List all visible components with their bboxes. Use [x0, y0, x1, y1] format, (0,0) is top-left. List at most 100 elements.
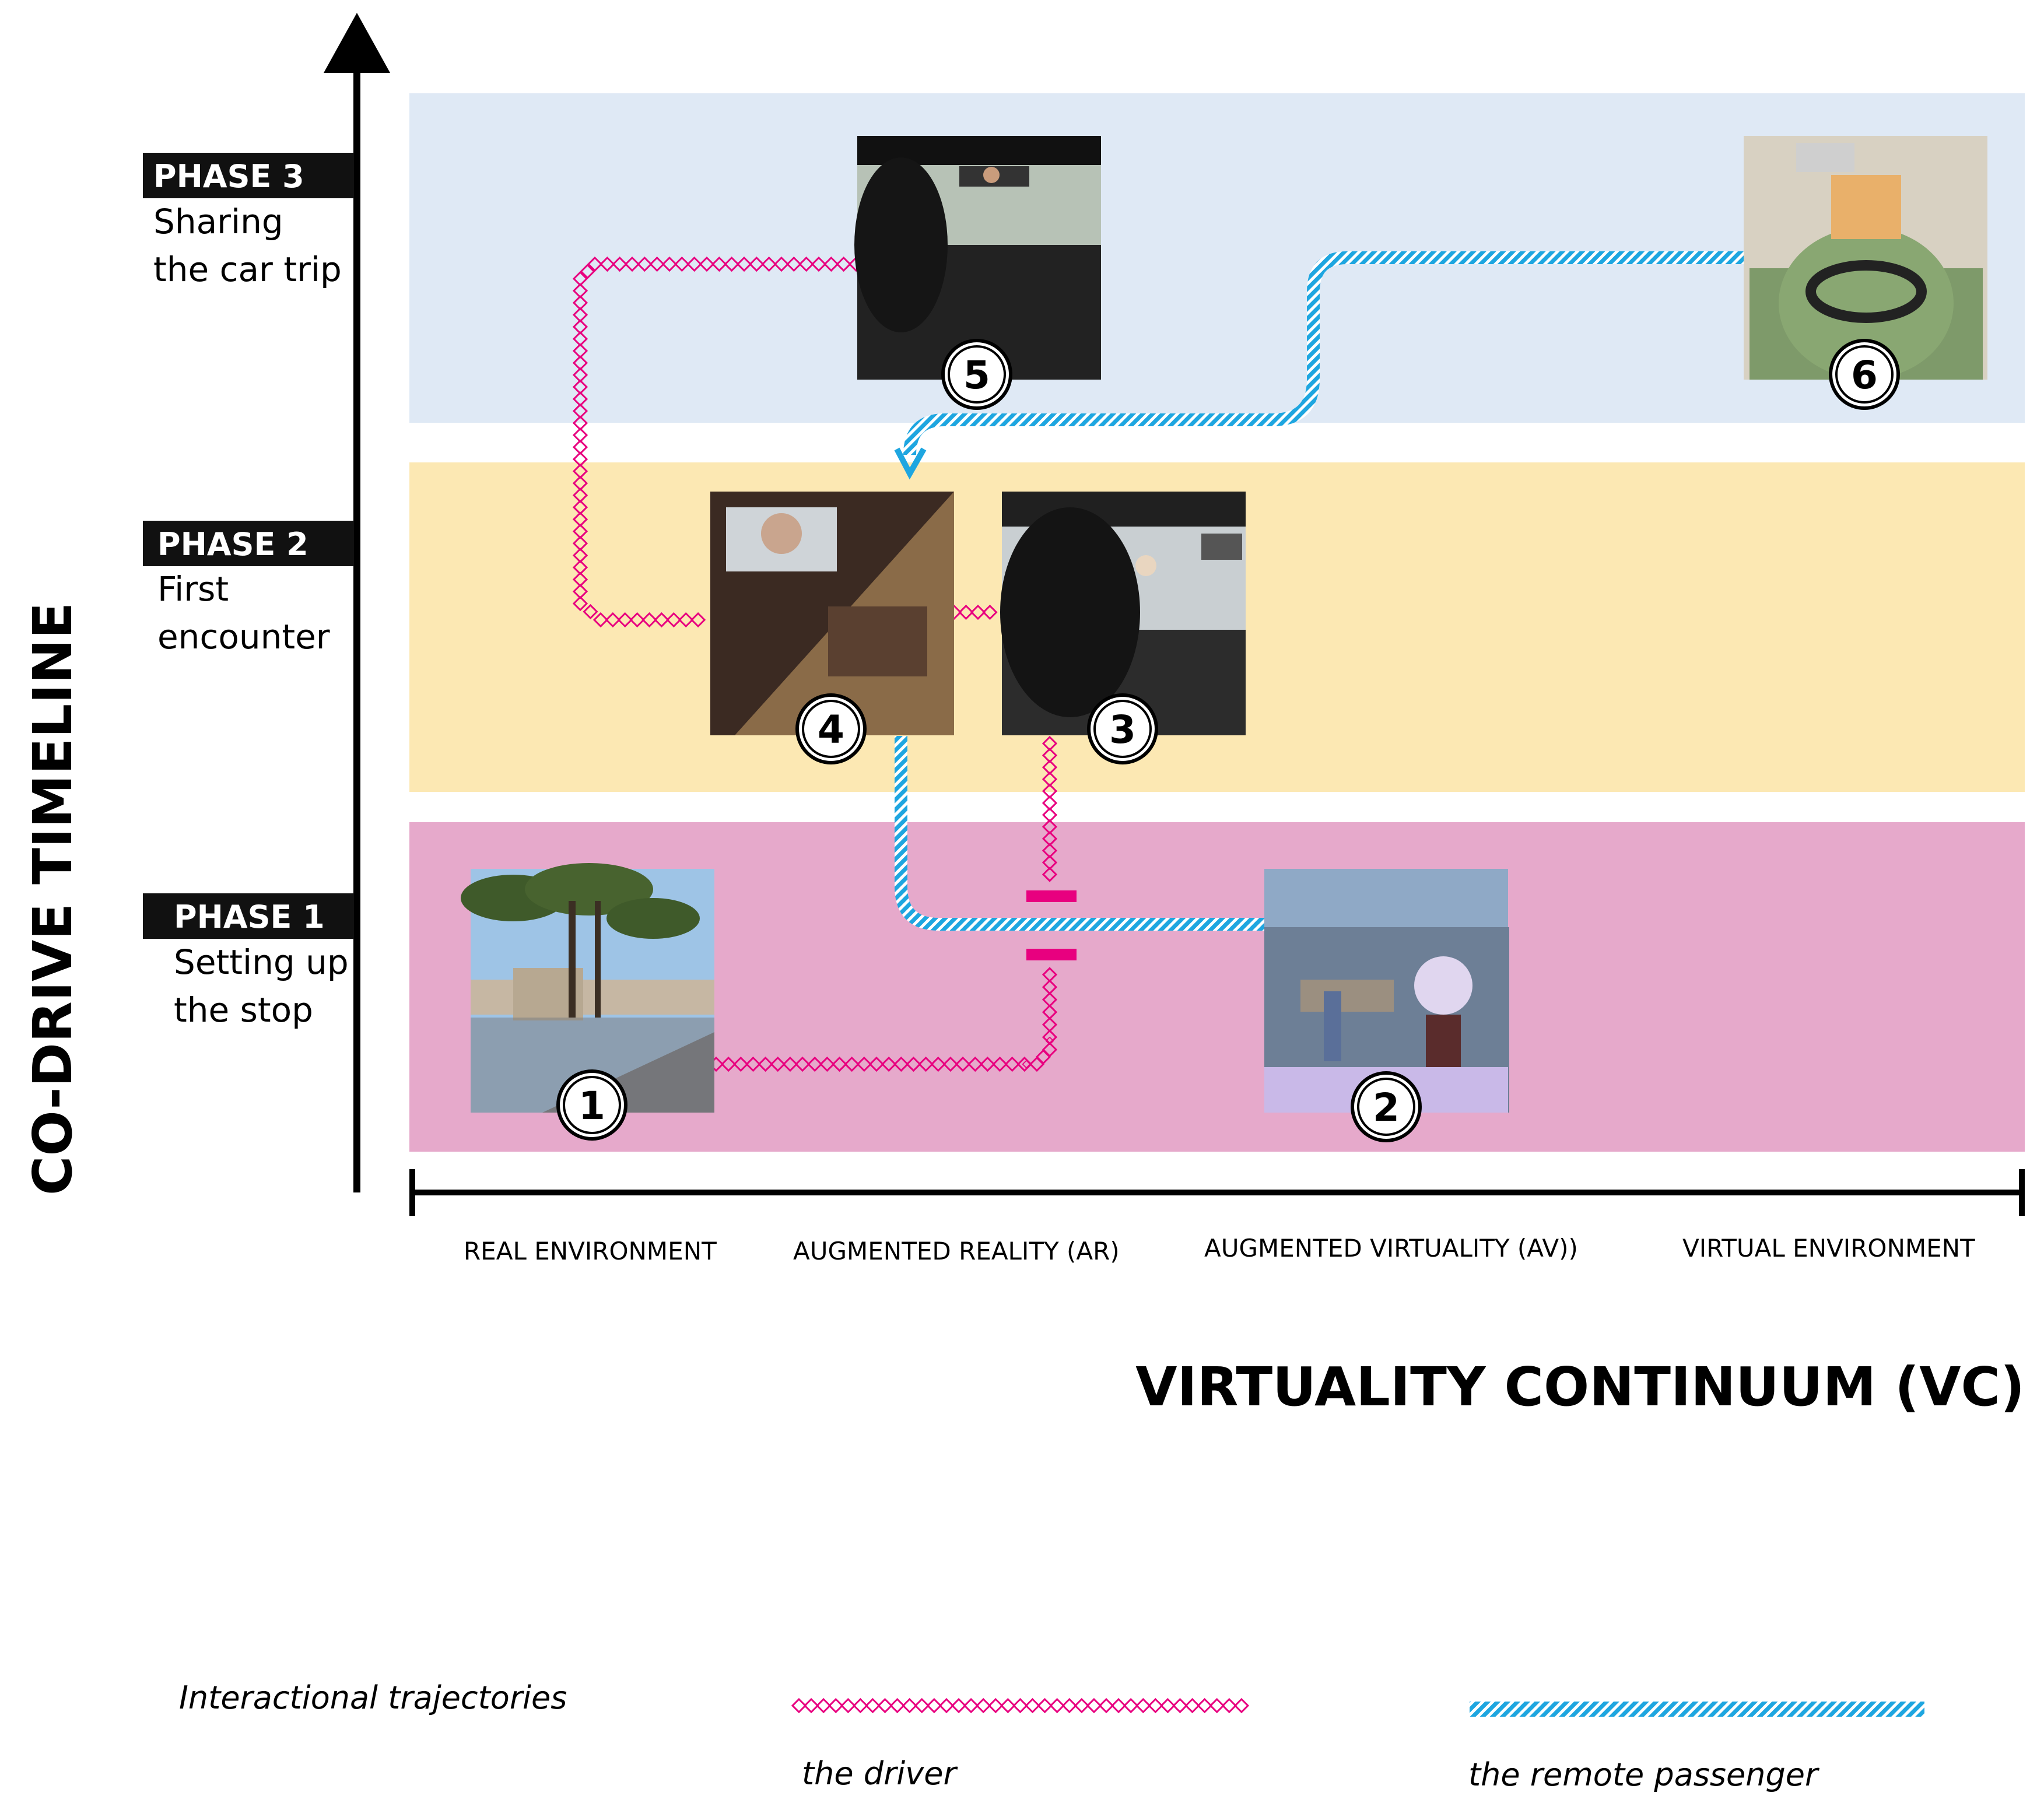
step-4-photo: [710, 492, 954, 735]
svg-text:PHASE 2: PHASE 2: [157, 526, 308, 563]
passenger-trajectory-upper: [903, 251, 1744, 455]
driver-trajectory-diamond: [666, 612, 682, 628]
step-4-badge: 4: [795, 693, 867, 764]
continuum-label-ar: AUGMENTED REALITY (AR): [793, 1237, 1120, 1265]
driver-trajectory-diamond: [649, 256, 665, 272]
driver-trajectory-diamond: [967, 1056, 983, 1072]
driver-trajectory-diamond: [761, 256, 777, 272]
driver-trajectory-diamond: [786, 256, 802, 272]
driver-trajectory-diamond: [721, 1056, 737, 1072]
driver-trajectory-diamond: [881, 1056, 897, 1072]
driver-trajectory-diamond: [794, 1056, 811, 1072]
driver-trajectory-diamond: [819, 1056, 835, 1072]
driver-trajectory-diamond: [1042, 979, 1058, 995]
driver-trajectory-diamond: [1037, 1697, 1053, 1714]
driver-trajectory-diamond: [798, 256, 814, 272]
driver-trajectory-diamond: [856, 1056, 872, 1072]
driver-trajectory-diamond: [1074, 1697, 1089, 1714]
driver-trajectory-diamond: [914, 1697, 930, 1714]
driver-trajectory-diamond: [1042, 1041, 1058, 1058]
driver-trajectory-diamond: [938, 1697, 955, 1714]
legend-driver-label: the driver: [802, 1755, 958, 1792]
driver-trajectory-diamond: [877, 1697, 893, 1714]
svg-text:4: 4: [818, 707, 844, 752]
driver-trajectory-diamond: [617, 612, 633, 628]
step-3-badge: 3: [1087, 693, 1158, 764]
driver-trajectory-diamond: [893, 1056, 909, 1072]
timeline-arrow-icon: [324, 13, 390, 73]
driver-trajectory-diamond: [970, 604, 986, 620]
driver-trajectory-diamond: [868, 1056, 885, 1072]
driver-trajectory-diamond: [1233, 1697, 1250, 1714]
driver-trajectory-diamond: [1042, 867, 1058, 882]
driver-trajectory-diamond: [906, 1056, 921, 1072]
driver-trajectory-diamond: [637, 256, 653, 272]
driver-trajectory-diamond: [992, 1056, 1008, 1072]
driver-trajectory-diamond: [1172, 1697, 1188, 1714]
driver-trajectory-diamond: [1042, 967, 1058, 983]
driver-trajectory-diamond: [773, 256, 790, 272]
driver-trajectory-diamond: [1049, 1697, 1065, 1714]
svg-text:First: First: [157, 569, 229, 609]
driver-trajectory-diamond: [624, 256, 640, 272]
driver-trajectory-diamond: [587, 256, 603, 272]
svg-text:3: 3: [1109, 707, 1136, 752]
driver-trajectory-diamond: [1148, 1697, 1163, 1714]
driver-trajectory-diamond: [661, 256, 678, 272]
svg-text:encounter: encounter: [157, 617, 330, 657]
driver-trajectory-diamond: [641, 612, 657, 628]
driver-trajectory-diamond: [836, 256, 851, 272]
driver-trajectory-diamond: [951, 1697, 967, 1714]
driver-trajectory-diamond: [955, 1056, 971, 1072]
driver-trajectory-diamond: [654, 612, 669, 628]
driver-trajectory-diamond: [832, 1056, 847, 1072]
driver-trajectory-diamond: [711, 256, 727, 272]
driver-trajectory-diamond: [745, 1056, 761, 1072]
x-axis-title: VIRTUALITY CONTINUUM (VC): [1135, 1356, 2025, 1418]
driver-trajectory-diamond: [918, 1056, 934, 1072]
step-5-badge: 5: [941, 339, 1012, 410]
legend-passenger-label: the remote passenger: [1468, 1756, 1819, 1793]
driver-block-bar-upper: [1026, 890, 1077, 902]
driver-trajectory-diamond: [823, 256, 839, 272]
driver-trajectory-diamond: [791, 1697, 807, 1714]
driver-trajectory-phase3-chain: [572, 256, 864, 628]
driver-trajectory-phase1-chain: [708, 967, 1058, 1072]
driver-trajectory-diamond: [980, 1056, 995, 1072]
driver-trajectory-diamond: [811, 256, 827, 272]
driver-trajectory-diamond: [853, 1697, 868, 1714]
driver-trajectory-diamond: [930, 1056, 946, 1072]
step-6-badge: 6: [1829, 339, 1900, 410]
legend-driver-swatch: [791, 1697, 1250, 1714]
driver-trajectory-diamond: [865, 1697, 881, 1714]
driver-trajectory-diamond: [724, 256, 739, 272]
driver-trajectory-diamond: [1197, 1697, 1212, 1714]
step-1-badge: 1: [556, 1069, 627, 1141]
driver-block-bar-lower: [1026, 949, 1077, 960]
driver-trajectory-diamond: [1042, 1029, 1058, 1045]
driver-trajectory-diamond: [674, 256, 690, 272]
driver-trajectory-diamond: [807, 1056, 823, 1072]
phase-3-label: PHASE 3 Sharing the car trip: [143, 153, 354, 289]
driver-trajectory-diamond: [1016, 1056, 1032, 1072]
driver-trajectory-diamond: [988, 1697, 1004, 1714]
driver-trajectory-diamond: [699, 256, 715, 272]
svg-text:Sharing: Sharing: [153, 202, 283, 241]
svg-text:Setting up: Setting up: [174, 942, 349, 982]
driver-trajectory-diamond: [686, 256, 702, 272]
driver-trajectory-diamond: [816, 1697, 832, 1714]
driver-trajectory-diamond: [1061, 1697, 1077, 1714]
driver-trajectory-diamond: [1184, 1697, 1200, 1714]
continuum-label-real: REAL ENVIRONMENT: [464, 1237, 717, 1265]
driver-trajectory-diamond: [605, 612, 621, 628]
driver-trajectory-diamond: [1221, 1697, 1237, 1714]
driver-trajectory-diamond: [976, 1697, 991, 1714]
y-axis-title: CO-DRIVE TIMELINE: [22, 602, 84, 1195]
driver-trajectory-diamond: [1209, 1697, 1225, 1714]
driver-trajectory-diamond: [612, 256, 627, 272]
driver-trajectory-diamond: [1110, 1697, 1127, 1714]
driver-trajectory-phase2-chain: [1042, 735, 1058, 882]
driver-trajectory-diamond: [803, 1697, 819, 1714]
driver-trajectory-diamond: [1042, 1017, 1058, 1033]
